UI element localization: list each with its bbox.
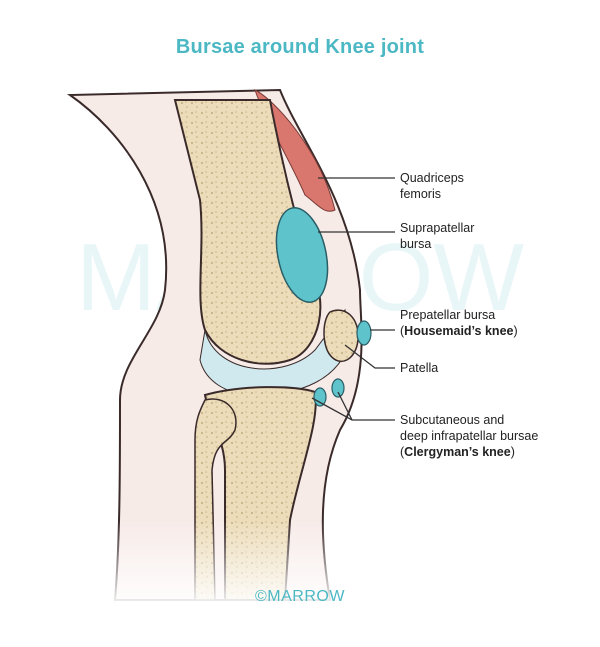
diagram-title: Bursae around Knee joint — [175, 36, 425, 58]
label-prepatellar: Prepatellar bursa (Housemaid’s knee) — [400, 307, 518, 339]
label-infrapatellar-line2: deep infrapatellar bursae — [400, 429, 539, 443]
label-infrapatellar-line3: (Clergyman’s knee) — [400, 444, 538, 460]
subcutaneous-infrapatellar-bursa — [331, 378, 345, 398]
suprapatellar-bursa — [275, 207, 329, 303]
label-infrapatellar-bold: Clergyman’s knee — [404, 445, 511, 459]
label-infrapatellar-close: ) — [510, 445, 515, 459]
label-quadriceps-line1: Quadriceps — [400, 171, 464, 185]
label-prepatellar-bold: Housemaid’s knee — [404, 324, 514, 338]
leader-lines — [311, 177, 395, 421]
label-infrapatellar-open: ( — [400, 445, 405, 459]
footer-logo: ©MARROW — [255, 588, 345, 605]
label-suprapatellar: Suprapatellar bursa — [400, 220, 474, 252]
label-patella: Patella — [400, 361, 439, 375]
label-quadriceps-line2: femoris — [400, 187, 441, 201]
bottom-fade — [0, 520, 600, 610]
label-prepatellar-close: ) — [513, 324, 518, 338]
label-prepatellar-line2: (Housemaid’s knee) — [400, 323, 518, 339]
label-quadriceps: Quadriceps femoris — [400, 170, 464, 202]
leader-patella — [344, 344, 395, 369]
label-suprapatellar-line1: Suprapatellar — [400, 221, 475, 235]
label-prepatellar-open: ( — [400, 324, 405, 338]
joint-capsule — [199, 308, 351, 396]
deep-infrapatellar-bursa — [313, 387, 327, 407]
prepatellar-bursa — [356, 320, 372, 346]
label-infrapatellar: Subcutaneous and deep infrapatellar burs… — [400, 412, 538, 460]
leader-infrapatellar-b — [337, 391, 353, 421]
patella — [323, 309, 359, 362]
label-infrapatellar-line1: Subcutaneous and — [400, 413, 505, 427]
label-prepatellar-line1: Prepatellar bursa — [400, 308, 496, 322]
label-suprapatellar-line2: bursa — [400, 237, 432, 251]
